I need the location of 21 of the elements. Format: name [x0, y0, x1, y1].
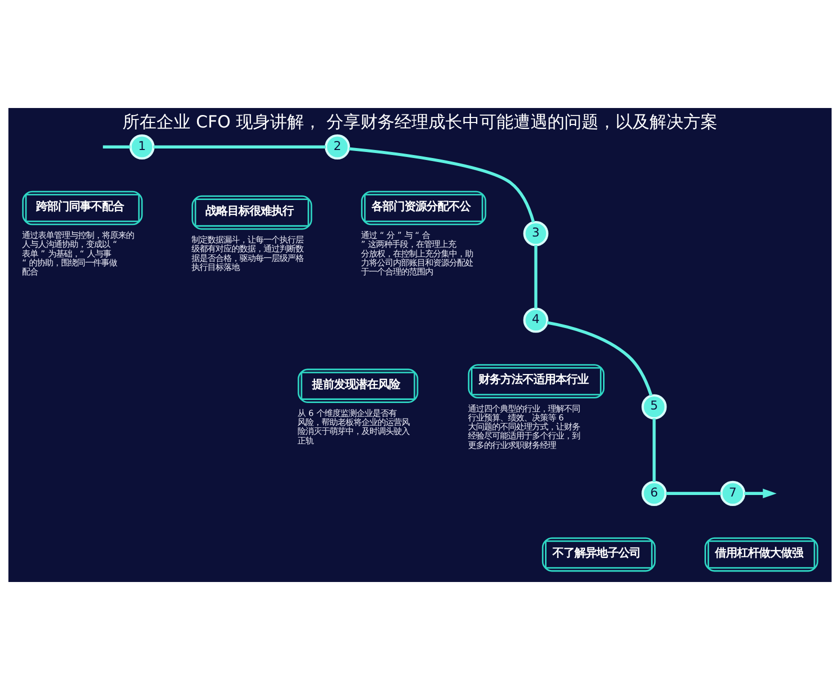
node-label: 制定数据漏斗，让每一个执行层级都有对应的数据，通过判断数据是否合格，驱动每一层级严格执行目标落地 — [192, 234, 304, 272]
arrow — [744, 488, 777, 498]
connector — [652, 418, 656, 482]
node-label: 通过四个典型的行业，理解不同行业预算、绩效、决策等 6 大问题的不同处理方式，让财务经验尽可能适用于多个行业，到更多的行业求职财务经理 — [468, 403, 580, 450]
connector — [348, 147, 535, 223]
node-circle: 3 — [523, 220, 548, 246]
node-circle: 1 — [129, 134, 155, 160]
node-label: 通过 “ 分 ” 与 “ 合 ” 这两种手段，在管理上充分放权，在控制上充分集中，助力将公司内部账目和资源分配处于一个合理的范围内 — [361, 230, 474, 277]
connector — [153, 145, 326, 148]
node-circle: 2 — [324, 134, 350, 160]
diagram-title: 所在企业 CFO 现身讲解， 分享财务经理成长中可能遭遇的问题，以及解决方案 — [122, 112, 718, 132]
node-circle: 6 — [642, 480, 667, 506]
connector — [546, 321, 653, 396]
node-circle: 7 — [720, 480, 746, 506]
node-label: 从 6 个维度监测企业是否有风险，帮助老板将企业的运营风险消灭于萌芽中，及时调头驶入正轨 — [298, 408, 410, 446]
node-circle: 5 — [642, 394, 667, 420]
node-circle: 4 — [523, 308, 548, 333]
connector — [102, 145, 130, 148]
connector — [534, 245, 538, 309]
node-label: 通过表单管理与控制，将原来的人与人沟通协助，变成以 “ 表单 ” 为基础，“ 人与事 “ 的协助，围绕同一件事做配合 — [22, 230, 134, 277]
connector — [666, 492, 722, 495]
